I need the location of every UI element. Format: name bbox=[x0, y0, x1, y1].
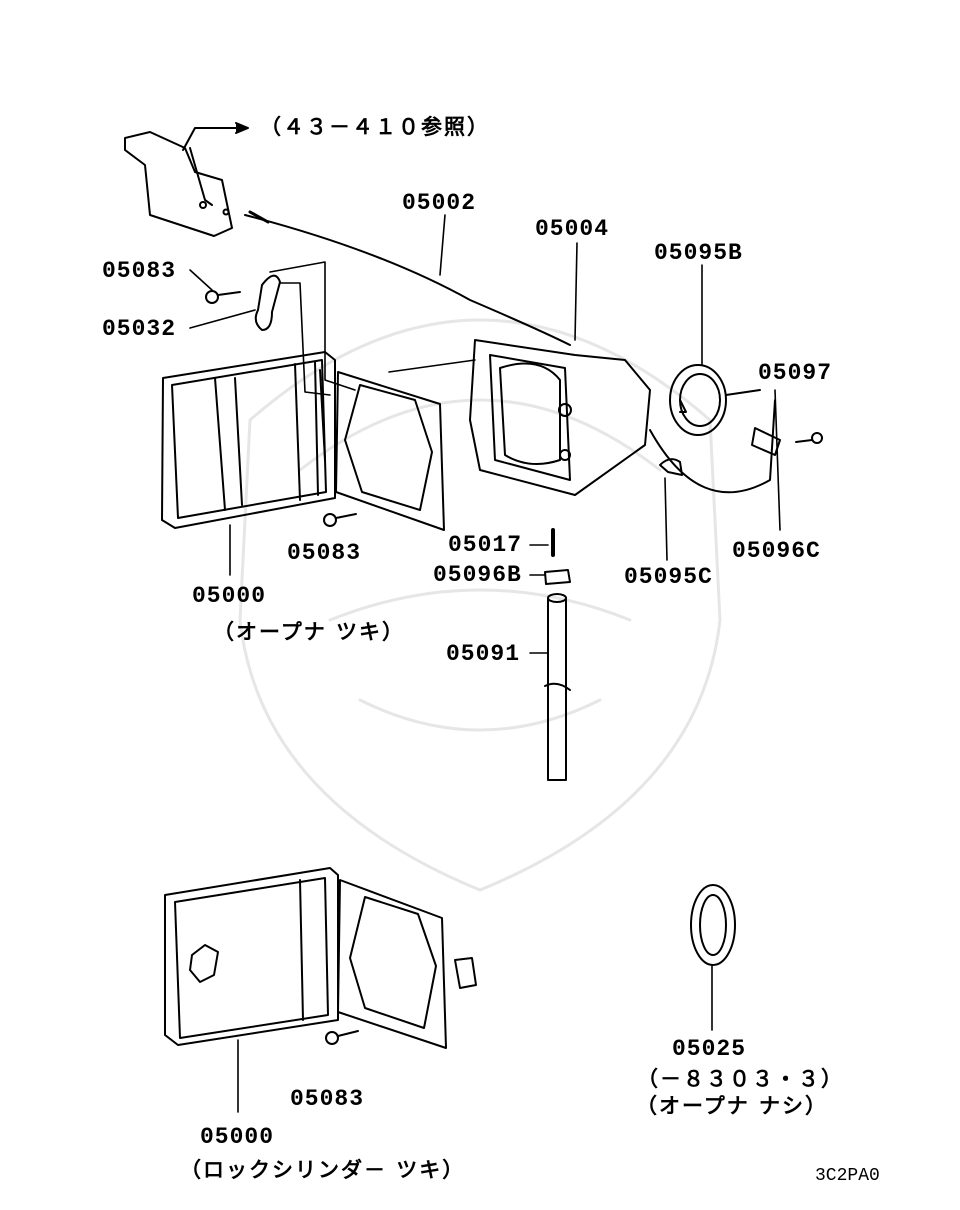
part-label-05096C: 05096C bbox=[732, 538, 821, 564]
note-lock-cylinder-with: （ロックシリンダ－ ツキ） bbox=[180, 1158, 466, 1182]
lid-inner-panel-bottom bbox=[337, 879, 477, 1049]
clamp-05096C bbox=[751, 427, 781, 456]
watermark bbox=[238, 318, 722, 892]
part-label-05032: 05032 bbox=[102, 316, 177, 342]
part-label-05095B: 05095B bbox=[654, 240, 743, 266]
hose-05091 bbox=[544, 593, 571, 781]
part-label-05025: 05025 bbox=[672, 1036, 747, 1062]
reference-arrow bbox=[182, 127, 246, 151]
screw-05083-mid bbox=[323, 513, 357, 527]
part-label-05091: 05091 bbox=[446, 641, 521, 667]
screw-05083-bottom bbox=[325, 1030, 359, 1045]
clamp-05096B bbox=[544, 569, 571, 585]
filler-housing-05004 bbox=[469, 339, 651, 496]
grommet-05025 bbox=[690, 884, 736, 966]
clip-05095C bbox=[659, 458, 683, 476]
part-label-05083-top: 05083 bbox=[102, 258, 177, 284]
part-label-05017: 05017 bbox=[448, 532, 523, 558]
part-label-05095C: 05095C bbox=[624, 564, 713, 590]
part-label-05083-mid: 05083 bbox=[287, 540, 362, 566]
part-label-05083-bottom: 05083 bbox=[290, 1086, 365, 1112]
lever-05032 bbox=[254, 274, 281, 331]
screw-05083-top bbox=[205, 290, 241, 304]
leader-lines bbox=[189, 214, 781, 1113]
actuator-wire bbox=[649, 399, 776, 494]
latch-bracket bbox=[124, 131, 233, 237]
opener-cable bbox=[244, 214, 571, 346]
note-opener-without: （オープナ ナシ） bbox=[636, 1094, 829, 1118]
fuel-lid-bottom bbox=[164, 867, 339, 1046]
part-label-05002: 05002 bbox=[402, 190, 477, 216]
part-label-05097: 05097 bbox=[758, 360, 833, 386]
diagram-code: 3C2PA0 bbox=[815, 1166, 880, 1186]
part-label-05004: 05004 bbox=[535, 216, 610, 242]
part-label-05096B: 05096B bbox=[433, 562, 522, 588]
part-label-05000-bottom: 05000 bbox=[200, 1124, 275, 1150]
actuator-05095B bbox=[669, 364, 761, 436]
screw-05097 bbox=[795, 432, 823, 444]
note-opener-with: （オープナ ツキ） bbox=[213, 620, 406, 644]
part-label-05000-top: 05000 bbox=[192, 583, 267, 609]
reference-note: （４３－４１０参照） bbox=[260, 115, 490, 139]
lid-inner-panel bbox=[335, 371, 445, 531]
note-05025-range: （－８３０３・３） bbox=[637, 1067, 844, 1091]
